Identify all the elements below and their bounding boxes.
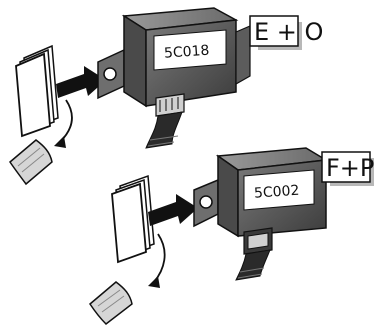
curved-arrow-icon-bottom — [148, 233, 166, 288]
variant-label-top: E + O — [254, 18, 323, 46]
control-module-bottom: 5C002 — [193, 147, 329, 281]
bottom-assembly: 5C002 F+P — [89, 147, 374, 325]
arrow-right-icon-bottom — [148, 194, 198, 226]
backing-film-top — [9, 139, 53, 186]
variant-box-top: E + O — [249, 15, 323, 50]
variant-label-bottom: F+P — [326, 154, 374, 182]
top-assembly: 5C018 E + O — [9, 7, 323, 186]
adhesive-pad-bottom — [111, 174, 155, 264]
variant-box-bottom: F+P — [321, 151, 374, 186]
control-module-top: 5C018 — [97, 7, 251, 149]
arrow-right-icon-top — [56, 66, 106, 98]
curved-arrow-icon-top — [54, 99, 73, 148]
device-label-top: 5C018 — [164, 43, 210, 62]
backing-film-bottom — [89, 281, 133, 325]
adhesive-pad-top — [15, 44, 59, 138]
device-label-bottom: 5C002 — [254, 183, 300, 202]
